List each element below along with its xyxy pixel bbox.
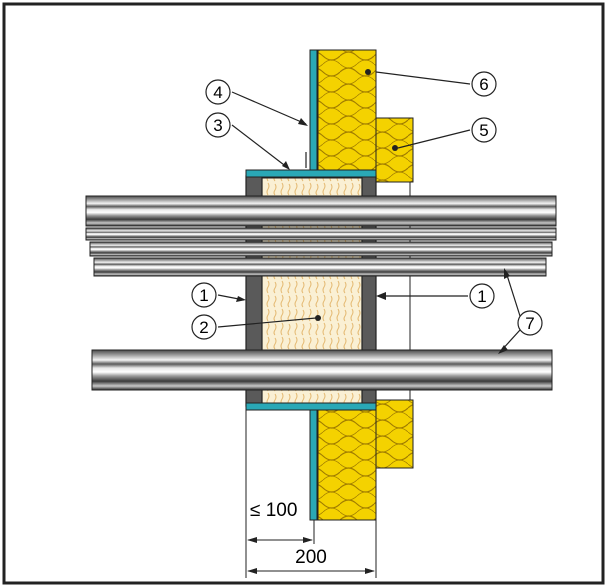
callout-5-label: 5	[479, 121, 488, 140]
dimension-small-label: ≤ 100	[250, 500, 297, 521]
wall-board-top	[309, 49, 318, 173]
extra-insulation-bottom	[375, 399, 414, 469]
callout-3-label: 3	[213, 116, 222, 135]
pipe-lower	[91, 349, 553, 391]
callout-4-label: 4	[213, 83, 222, 102]
leader-arrowheads	[236, 118, 510, 354]
callout-7-label: 7	[525, 314, 534, 333]
leader-lines	[217, 71, 521, 353]
callout-4: 4	[205, 79, 231, 105]
cover-plate-bottom	[245, 402, 377, 411]
callout-1-right-label: 1	[477, 287, 486, 306]
callout-3: 3	[205, 112, 231, 138]
callout-1-right: 1	[469, 283, 495, 309]
target-dot-5	[392, 145, 398, 151]
dimension-total-label: 200	[295, 547, 327, 568]
dimension-lines	[245, 410, 377, 578]
callout-7: 7	[517, 310, 543, 336]
callout-5: 5	[471, 117, 497, 143]
target-dot-6	[365, 69, 371, 75]
wall-insulation-bottom	[317, 409, 377, 521]
callout-6-label: 6	[479, 75, 488, 94]
target-dot-2	[315, 315, 321, 321]
wall-insulation-top	[317, 49, 377, 173]
callout-6: 6	[471, 71, 497, 97]
callout-1-left: 1	[191, 282, 217, 308]
wall-board-bottom	[309, 409, 318, 521]
cover-plate-top	[245, 169, 377, 178]
dimension-arrowheads	[247, 537, 375, 574]
callout-2-label: 2	[199, 318, 208, 337]
pipe-upper	[85, 195, 557, 277]
callout-2: 2	[191, 314, 217, 340]
callout-1-left-label: 1	[199, 286, 208, 305]
